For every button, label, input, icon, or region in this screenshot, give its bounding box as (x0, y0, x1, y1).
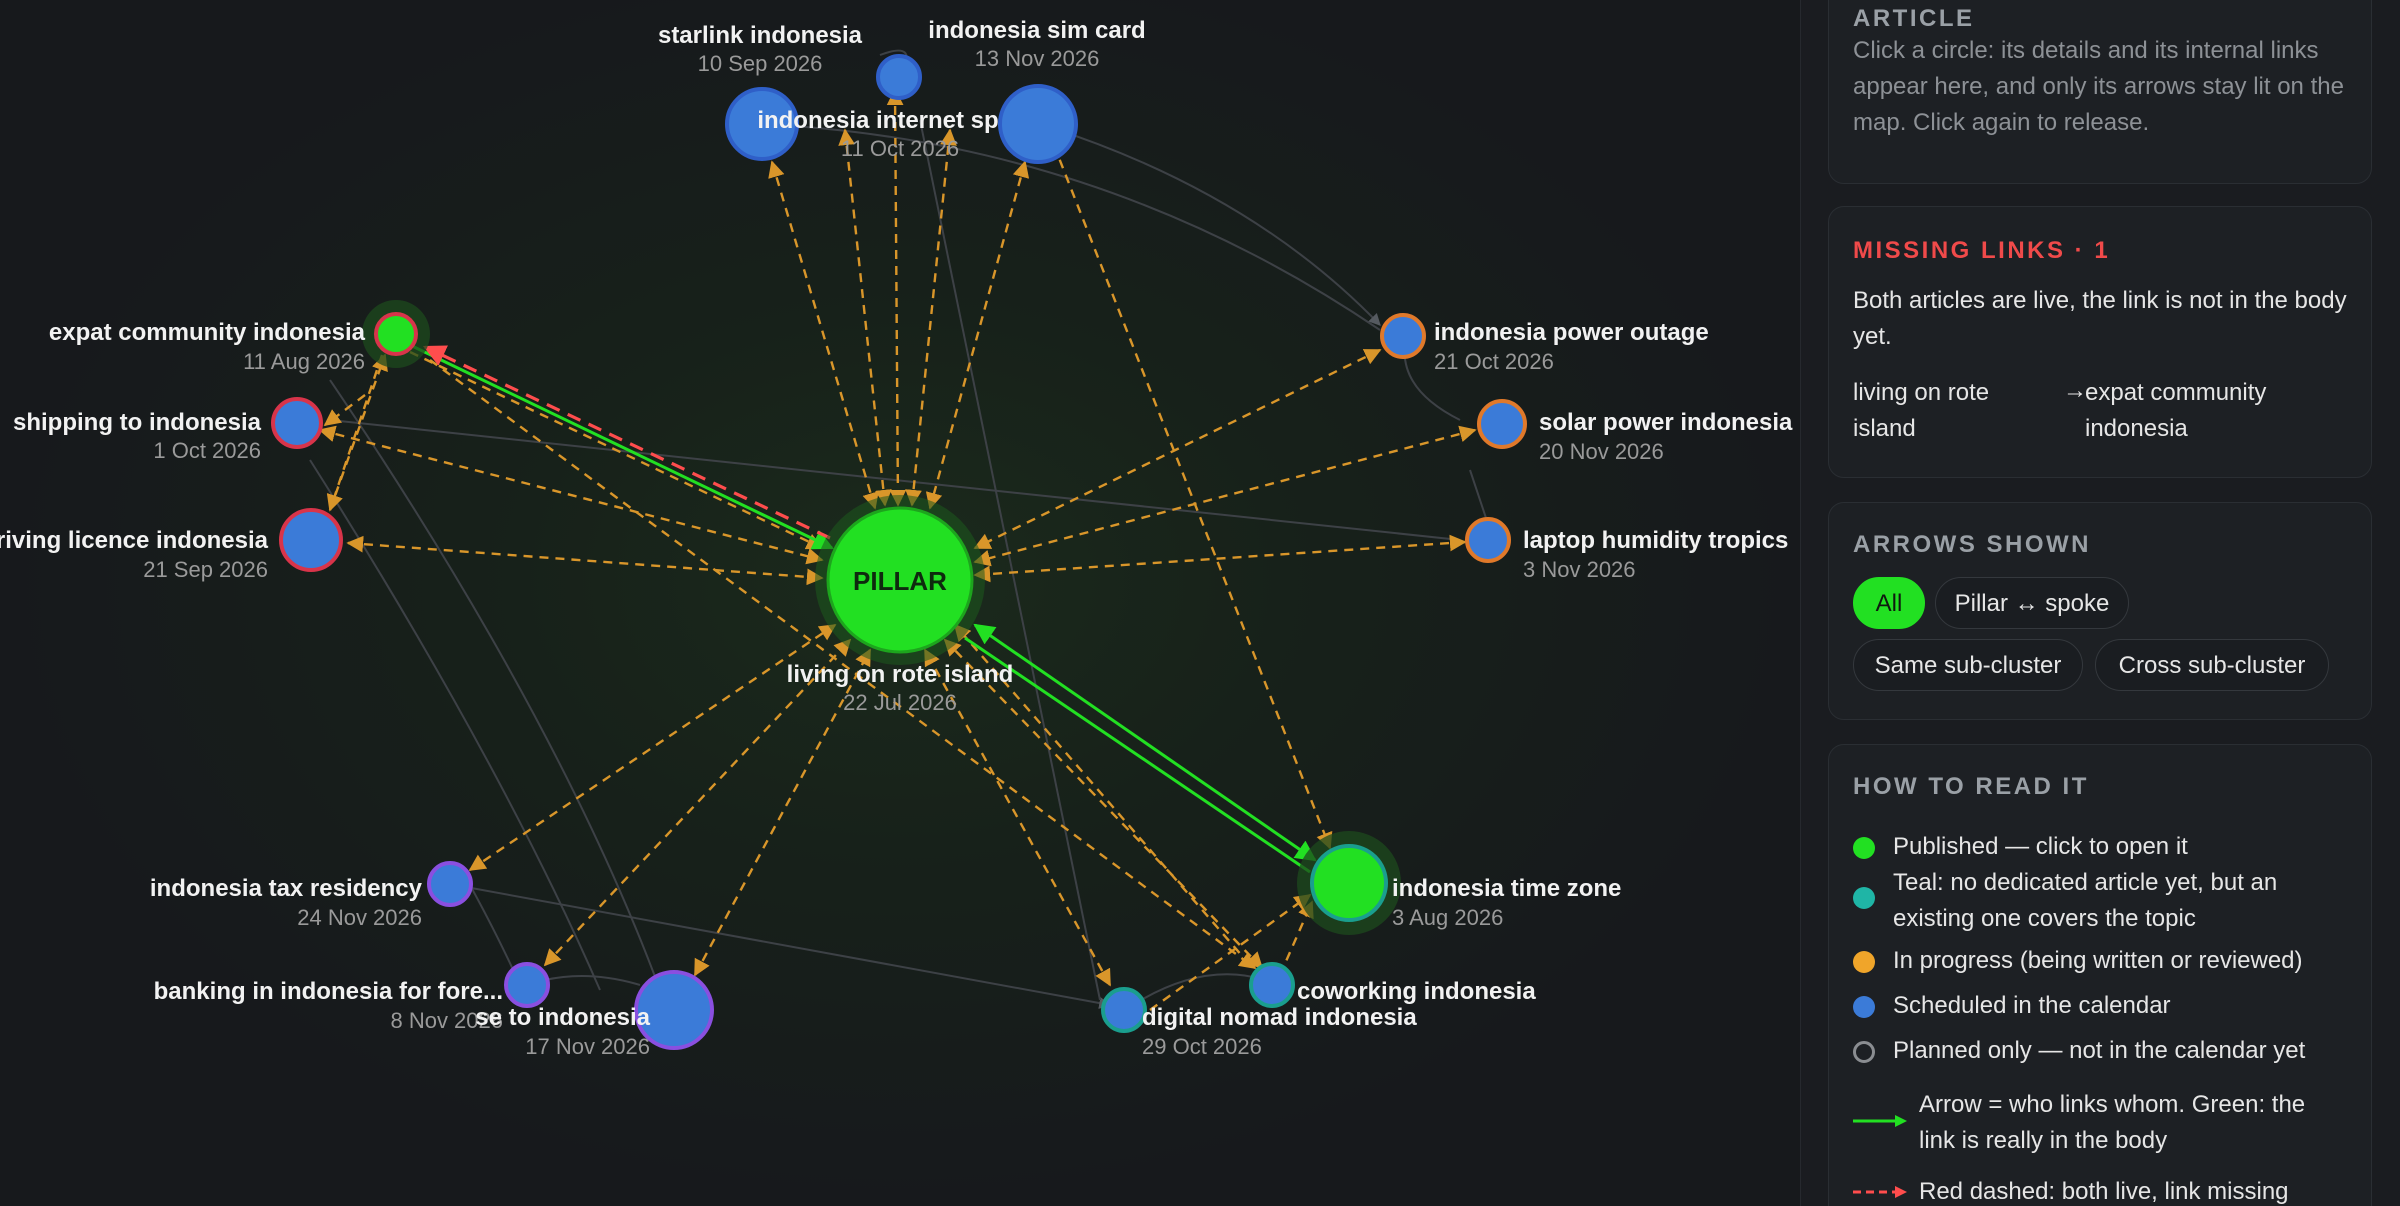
node-starlink-title: starlink indonesia (658, 22, 863, 49)
how-to-read-card: HOW TO READ IT Published — click to open… (1828, 744, 2372, 1206)
node-expat[interactable]: expat community indonesia 11 Aug 2026 (49, 300, 430, 374)
node-tax[interactable]: indonesia tax residency 24 Nov 2026 (150, 861, 473, 930)
legend-teal: Teal: no dedicated article yet, but an e… (1893, 869, 2278, 932)
node-tax-date: 24 Nov 2026 (297, 905, 422, 930)
node-timezone[interactable]: indonesia time zone 3 Aug 2026 (1297, 831, 1621, 935)
legend-scheduled-dot (1853, 996, 1875, 1018)
node-driving-title: riving licence indonesia (0, 527, 269, 554)
legend-red-dashed-icon (1853, 1186, 1907, 1198)
legend-green-arrow-icon (1853, 1115, 1907, 1127)
link-map-canvas[interactable]: PILLAR living on rote island 22 Jul 2026… (0, 0, 1800, 1206)
node-laptop-date: 3 Nov 2026 (1523, 557, 1636, 582)
pillar-date: 22 Jul 2026 (843, 690, 957, 715)
node-starlink-date: 10 Sep 2026 (698, 51, 823, 76)
node-power[interactable]: indonesia power outage 21 Oct 2026 (1380, 313, 1709, 374)
node-banking-date: 8 Nov 2026 (390, 1008, 503, 1033)
node-banking[interactable]: banking in indonesia for fore... 8 Nov 2… (154, 962, 550, 1033)
filter-pillar-spoke[interactable]: Pillar ↔ spoke (1935, 577, 2129, 629)
filter-same-subcluster[interactable]: Same sub-cluster (1853, 639, 2083, 691)
node-expat-date: 11 Aug 2026 (243, 349, 365, 374)
missing-links-body: Both articles are live, the link is not … (1853, 287, 2347, 350)
node-expat-title: expat community indonesia (49, 319, 366, 346)
missing-link-row[interactable]: living on rote island → expat community … (1853, 375, 2353, 447)
article-body: Click a circle: its details and its inte… (1853, 37, 2344, 136)
node-cowork[interactable]: coworking indonesia (1249, 962, 1536, 1008)
link-map[interactable]: PILLAR living on rote island 22 Jul 2026… (0, 0, 1800, 1206)
arrows-shown-heading: ARROWS SHOWN (1853, 531, 2091, 558)
node-timezone-title: indonesia time zone (1392, 875, 1621, 902)
missing-link-from: living on rote island (1853, 379, 1990, 442)
legend-in-progress-dot (1853, 951, 1875, 973)
article-heading: ARTICLE (1853, 5, 1975, 32)
green-links (409, 343, 1317, 874)
legend-teal-dot (1853, 887, 1875, 909)
node-shipping[interactable]: shipping to indonesia 1 Oct 2026 (13, 397, 323, 463)
legend-green-arrow: Arrow = who links whom. Green: the link … (1919, 1091, 2306, 1154)
sidebar: ARTICLE Click a circle: its details and … (1800, 0, 2400, 1206)
node-moving-title: se to indonesia (475, 1004, 650, 1031)
node-moving[interactable]: se to indonesia 17 Nov 2026 (475, 970, 714, 1059)
node-shipping-date: 1 Oct 2026 (153, 438, 261, 463)
how-to-read-heading: HOW TO READ IT (1853, 773, 2089, 800)
node-timezone-date: 3 Aug 2026 (1392, 905, 1503, 930)
node-solar-title: solar power indonesia (1539, 409, 1793, 436)
pillar-title: living on rote island (787, 661, 1014, 688)
arrows-shown-card: ARROWS SHOWN All Pillar ↔ spoke Same sub… (1828, 502, 2372, 720)
node-internet-large[interactable] (998, 84, 1078, 164)
legend-published: Published — click to open it (1893, 833, 2188, 860)
legend-planned-dot (1853, 1041, 1875, 1063)
missing-link-arrow (422, 345, 831, 540)
legend-planned: Planned only — not in the calendar yet (1893, 1037, 2306, 1064)
missing-link-to: expat community indonesia (2085, 379, 2267, 442)
pillar-badge: PILLAR (853, 566, 947, 596)
node-tax-title: indonesia tax residency (150, 875, 423, 902)
node-solar[interactable]: solar power indonesia 20 Nov 2026 (1477, 399, 1793, 464)
pillar-node[interactable]: PILLAR living on rote island 22 Jul 2026 (787, 495, 1014, 715)
legend-published-dot (1853, 837, 1875, 859)
node-internet[interactable]: indonesia internet sp 11 Oct 2026 (757, 107, 998, 161)
filter-all[interactable]: All (1853, 577, 1925, 629)
article-card: ARTICLE Click a circle: its details and … (1828, 0, 2372, 184)
node-laptop[interactable]: laptop humidity tropics 3 Nov 2026 (1465, 517, 1788, 582)
node-power-title: indonesia power outage (1434, 319, 1709, 346)
node-simcard[interactable]: indonesia sim card 13 Nov 2026 (876, 17, 1146, 100)
legend-in-progress: In progress (being written or reviewed) (1893, 947, 2303, 974)
node-simcard-title: indonesia sim card (928, 17, 1145, 44)
node-moving-date: 17 Nov 2026 (525, 1034, 650, 1059)
node-solar-date: 20 Nov 2026 (1539, 439, 1664, 464)
node-simcard-date: 13 Nov 2026 (975, 46, 1100, 71)
missing-links-heading: MISSING LINKS · 1 (1853, 237, 2111, 264)
legend-scheduled: Scheduled in the calendar (1893, 992, 2171, 1019)
node-cowork-title: coworking indonesia (1297, 978, 1536, 1005)
node-internet-date: 11 Oct 2026 (841, 136, 959, 161)
missing-links-card: MISSING LINKS · 1 Both articles are live… (1828, 206, 2372, 478)
node-banking-title: banking in indonesia for fore... (154, 978, 503, 1005)
missing-link-arrow-glyph: → (2063, 377, 2087, 404)
node-power-date: 21 Oct 2026 (1434, 349, 1554, 374)
node-driving-date: 21 Sep 2026 (143, 557, 268, 582)
node-internet-title: indonesia internet sp (757, 107, 998, 134)
node-nomad-title: digital nomad indonesia (1142, 1004, 1417, 1031)
node-driving[interactable]: riving licence indonesia 21 Sep 2026 (0, 508, 343, 582)
filter-cross-subcluster[interactable]: Cross sub-cluster (2095, 639, 2329, 691)
node-starlink[interactable]: starlink indonesia 10 Sep 2026 (658, 22, 863, 161)
node-nomad[interactable]: digital nomad indonesia 29 Oct 2026 (1101, 987, 1417, 1059)
node-nomad-date: 29 Oct 2026 (1142, 1034, 1262, 1059)
node-laptop-title: laptop humidity tropics (1523, 527, 1788, 554)
legend-red-dashed: Red dashed: both live, link missing (1919, 1178, 2289, 1205)
node-shipping-title: shipping to indonesia (13, 409, 262, 436)
